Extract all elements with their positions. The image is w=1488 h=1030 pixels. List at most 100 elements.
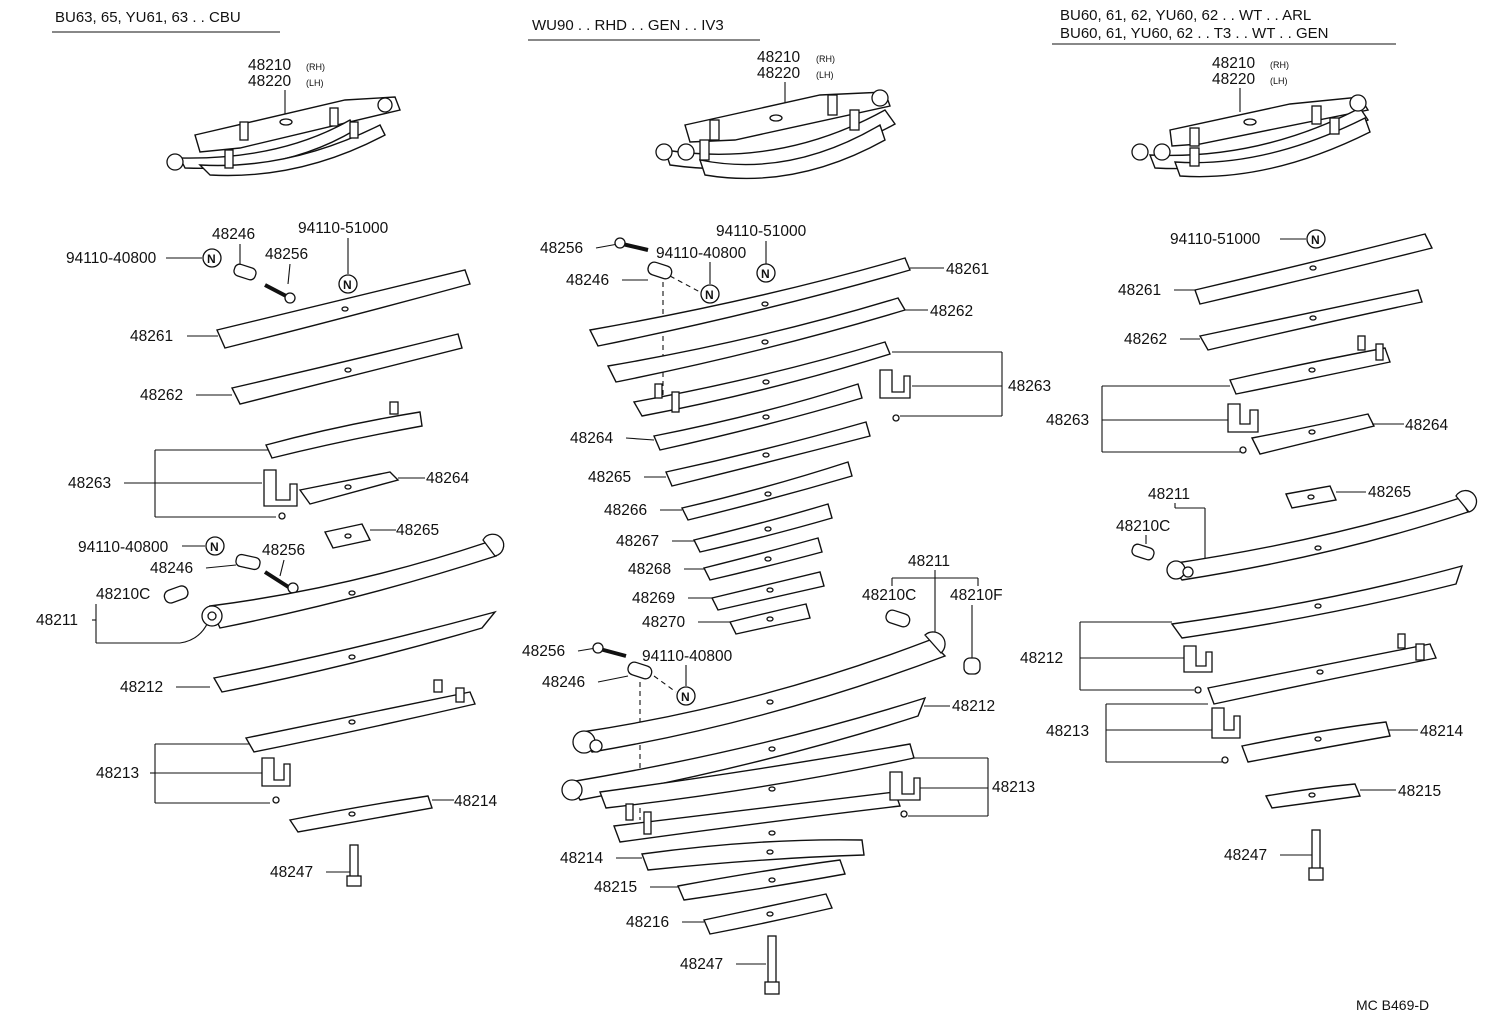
left-bushing-48210c bbox=[163, 585, 189, 604]
middle-leaf-48261 bbox=[588, 257, 911, 347]
right-header-line-1: BU60, 61, 62, YU60, 62 . . WT . . ARL bbox=[1060, 7, 1311, 24]
right-leaf-48212 bbox=[1170, 564, 1464, 639]
middle-leaf-48266 bbox=[680, 461, 853, 521]
right-label-center-bolt: 48247 bbox=[1224, 847, 1267, 864]
middle-label-bush-f: 48210F bbox=[950, 587, 1003, 604]
middle-header-text: WU90 . . RHD . . GEN . . IV3 bbox=[532, 17, 724, 34]
svg-text:N: N bbox=[705, 288, 714, 302]
svg-text:N: N bbox=[761, 267, 770, 281]
left-bushing-2 bbox=[235, 553, 261, 571]
right-exploded-view: 94110-51000 N 48261 48262 48263 48264 48… bbox=[1020, 229, 1478, 881]
svg-text:N: N bbox=[207, 252, 216, 266]
left-label-clip1: 48263 bbox=[68, 475, 111, 492]
left-bushing-1 bbox=[233, 263, 257, 281]
left-label-n3: 94110-40800 bbox=[78, 539, 169, 556]
left-label-center-bolt: 48247 bbox=[270, 864, 313, 881]
middle-label-leaf6: 48266 bbox=[604, 502, 647, 519]
middle-assembly-rh-number: 48210 bbox=[757, 49, 800, 66]
middle-bushing-48210f bbox=[963, 657, 981, 675]
right-header-line-2: BU60, 61, YU60, 62 . . T3 . . WT . . GEN bbox=[1060, 25, 1328, 42]
middle-label-leaf2: 48262 bbox=[930, 303, 973, 320]
left-label-leaf2: 48262 bbox=[140, 387, 183, 404]
right-label-leaf-b: 48214 bbox=[1420, 723, 1463, 740]
left-assembly-rh-number: 48210 bbox=[248, 57, 291, 74]
middle-clip-leaf-48213 bbox=[613, 791, 901, 843]
right-label-leaf2: 48262 bbox=[1124, 331, 1167, 348]
middle-bushing-1 bbox=[647, 261, 673, 280]
left-center-bolt bbox=[349, 844, 359, 878]
left-leaf-48214 bbox=[288, 795, 433, 833]
right-label-leaf1: 48261 bbox=[1118, 282, 1161, 299]
right-spring-assembly-drawing bbox=[1131, 94, 1371, 178]
svg-text:N: N bbox=[210, 540, 219, 554]
left-bolt-1 bbox=[284, 292, 296, 304]
left-label-leaf1: 48261 bbox=[130, 328, 173, 345]
right-label-clip1: 48263 bbox=[1046, 412, 1089, 429]
right-center-bolt bbox=[1311, 829, 1321, 871]
middle-bolt-1 bbox=[614, 237, 626, 249]
middle-label-main: 48211 bbox=[908, 553, 950, 570]
middle-label-leaf-b: 48214 bbox=[560, 850, 603, 867]
middle-main-leaf-48211 bbox=[580, 639, 947, 753]
right-lh-tag: (LH) bbox=[1270, 76, 1288, 86]
middle-center-bolt bbox=[767, 935, 777, 985]
left-label-pad1: 48264 bbox=[426, 470, 469, 487]
diagram-code: MC B469-D bbox=[1356, 997, 1429, 1013]
right-label-pad2: 48265 bbox=[1368, 484, 1411, 501]
middle-lh-tag: (LH) bbox=[816, 70, 834, 80]
right-n-mark-1 bbox=[1306, 229, 1326, 249]
middle-label-center-bolt: 48247 bbox=[680, 956, 723, 973]
left-label-main: 48211 bbox=[36, 612, 78, 629]
left-label-leaf-a: 48212 bbox=[120, 679, 163, 696]
right-label-n1: 94110-51000 bbox=[1170, 231, 1261, 248]
svg-text:N: N bbox=[681, 690, 690, 704]
middle-bushing-48210c bbox=[885, 609, 911, 628]
middle-assembly-label: 48210 (RH) 48220 (LH) bbox=[757, 49, 835, 110]
right-clip-48212 bbox=[1183, 645, 1213, 673]
left-label-n1: 94110-40800 bbox=[66, 250, 157, 267]
middle-rh-tag: (RH) bbox=[816, 54, 835, 64]
left-n-mark-3 bbox=[205, 536, 225, 556]
left-clip-leaf-48263 bbox=[265, 411, 423, 459]
middle-label-leaf-a: 48212 bbox=[952, 698, 995, 715]
middle-label-bushing2: 48246 bbox=[542, 674, 585, 691]
svg-text:N: N bbox=[343, 278, 352, 292]
middle-label-leaf10: 48270 bbox=[642, 614, 685, 631]
right-assembly-lh-number: 48220 bbox=[1212, 71, 1255, 88]
middle-label-clip1: 48263 bbox=[1008, 378, 1051, 395]
middle-label-n-top: 94110-51000 bbox=[716, 223, 807, 240]
right-bushing-48210c bbox=[1131, 543, 1155, 561]
left-n-mark-2 bbox=[338, 274, 358, 294]
middle-spring-assembly-drawing bbox=[655, 89, 897, 180]
left-label-bushing1: 48246 bbox=[212, 226, 255, 243]
right-assembly-rh-number: 48210 bbox=[1212, 55, 1255, 72]
middle-assembly-lh-number: 48220 bbox=[757, 65, 800, 82]
middle-label-leaf-c: 48215 bbox=[594, 879, 637, 896]
left-column-header: BU63, 65, YU61, 63 . . CBU bbox=[52, 9, 280, 33]
left-label-pad2: 48265 bbox=[396, 522, 439, 539]
left-label-leaf-b: 48214 bbox=[454, 793, 497, 810]
middle-label-n1: 94110-40800 bbox=[656, 245, 747, 262]
left-label-bolt1: 48256 bbox=[265, 246, 308, 263]
left-label-clip2: 48213 bbox=[96, 765, 139, 782]
middle-label-leaf7: 48267 bbox=[616, 533, 659, 550]
middle-clip-leaf-48263 bbox=[632, 341, 891, 417]
middle-label-bolt2: 48256 bbox=[522, 643, 565, 660]
left-n-mark-1 bbox=[202, 248, 222, 268]
left-main-leaf-48211 bbox=[208, 541, 498, 629]
right-clip-48213 bbox=[1211, 707, 1241, 739]
middle-leaf-48268 bbox=[702, 537, 823, 581]
left-assembly-label: 48210 (RH) 48220 (LH) bbox=[248, 57, 325, 118]
middle-label-leaf-d: 48216 bbox=[626, 914, 669, 931]
middle-label-clip2: 48213 bbox=[992, 779, 1035, 796]
middle-label-leaf1: 48261 bbox=[946, 261, 989, 278]
left-rivet-1 bbox=[278, 512, 286, 520]
right-leaf-48214 bbox=[1241, 721, 1391, 763]
left-clip-48263 bbox=[263, 469, 298, 507]
middle-leaf-48267 bbox=[692, 503, 833, 553]
middle-leaf-48264 bbox=[653, 383, 863, 451]
middle-leaf-48215 bbox=[677, 859, 846, 901]
right-label-main: 48211 bbox=[1148, 486, 1190, 503]
left-rh-tag: (RH) bbox=[306, 62, 325, 72]
